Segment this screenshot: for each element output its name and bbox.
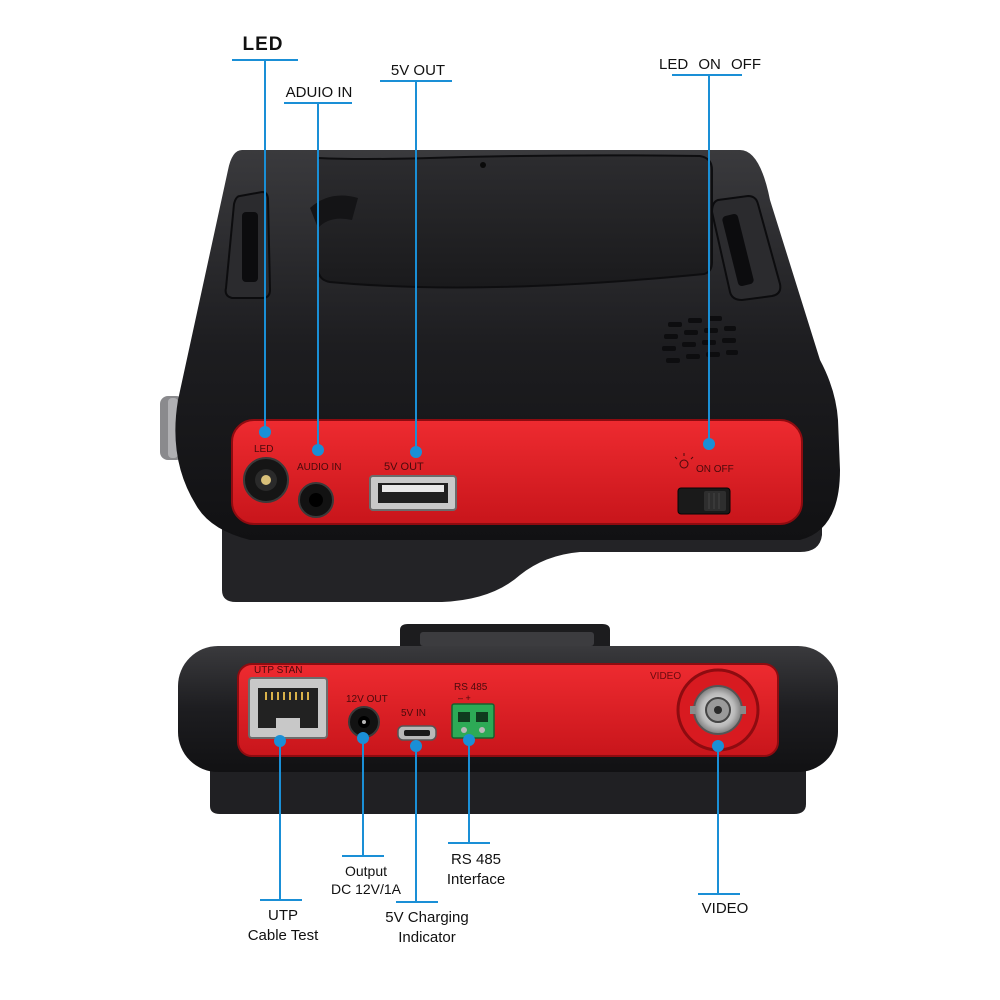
callout-rs485: RS 485 Interface [428,850,524,890]
back-base [210,760,806,814]
panel-label-5v-out: 5V OUT [384,461,424,473]
dc-12v-output-jack[interactable] [348,706,380,738]
battery-lid [317,154,713,289]
panel-label-rs485-pins: – + [458,693,471,703]
callout-utp-line1: UTP [268,907,298,924]
bulb-icon [674,453,694,469]
led-port[interactable] [243,457,289,503]
callout-5v-out: 5V OUT [390,62,446,79]
led-on-off-switch[interactable] [677,487,731,515]
callout-leaders [232,59,742,903]
panel-label-audio-in: AUDIO IN [297,462,341,473]
panel-label-utp: UTP STAN [254,665,303,676]
panel-label-12v-out: 12V OUT [346,694,388,705]
usb-out-port[interactable] [369,475,457,511]
callout-led-on-off: LED ON OFF [658,56,761,73]
panel-label-led: LED [254,444,273,455]
left-strap-slot [242,212,258,282]
utp-rj45-port[interactable] [248,677,328,739]
callout-charging-line2: Indicator [398,929,456,946]
callout-5v-charging: 5V Charging Indicator [364,908,490,948]
callout-audio-in: ADUIO IN [285,84,353,101]
screw-hole [480,162,486,168]
panel-label-video: VIDEO [650,671,681,682]
panel-label-5v-in: 5V IN [401,708,426,719]
callout-rs485-line1: RS 485 [450,851,502,868]
side-knob-edge [168,398,178,458]
bnc-video-connector[interactable] [676,668,760,752]
device-top-view: LED AUDIO IN 5V OUT ON OFF [160,150,841,602]
rs485-terminal[interactable] [451,703,495,739]
lid-notch [310,195,358,228]
panel-label-rs485: RS 485 [454,682,488,693]
callout-dots [259,426,724,752]
audio-in-jack[interactable] [298,482,334,518]
speaker-grille [662,316,738,363]
callout-dc-output: Output DC 12V/1A [316,862,416,898]
handle-slot [420,632,594,646]
panel-label-on-off: ON OFF [696,464,734,475]
callout-utp-line2: Cable Test [247,927,319,944]
callout-led: LED [242,34,284,55]
callout-charging-line1: 5V Charging [385,909,469,926]
callout-rs485-line2: Interface [446,871,506,888]
callout-video: VIDEO [701,900,749,917]
callout-output-line2: DC 12V/1A [330,881,402,897]
callout-utp-cable-test: UTP Cable Test [225,906,341,946]
right-strap-slot [722,213,754,287]
micro-usb-charging-port[interactable] [397,725,437,741]
callout-output-line1: Output [344,863,388,879]
device-back-view: UTP STAN 12V OUT 5V IN RS 485 – + [178,624,838,814]
